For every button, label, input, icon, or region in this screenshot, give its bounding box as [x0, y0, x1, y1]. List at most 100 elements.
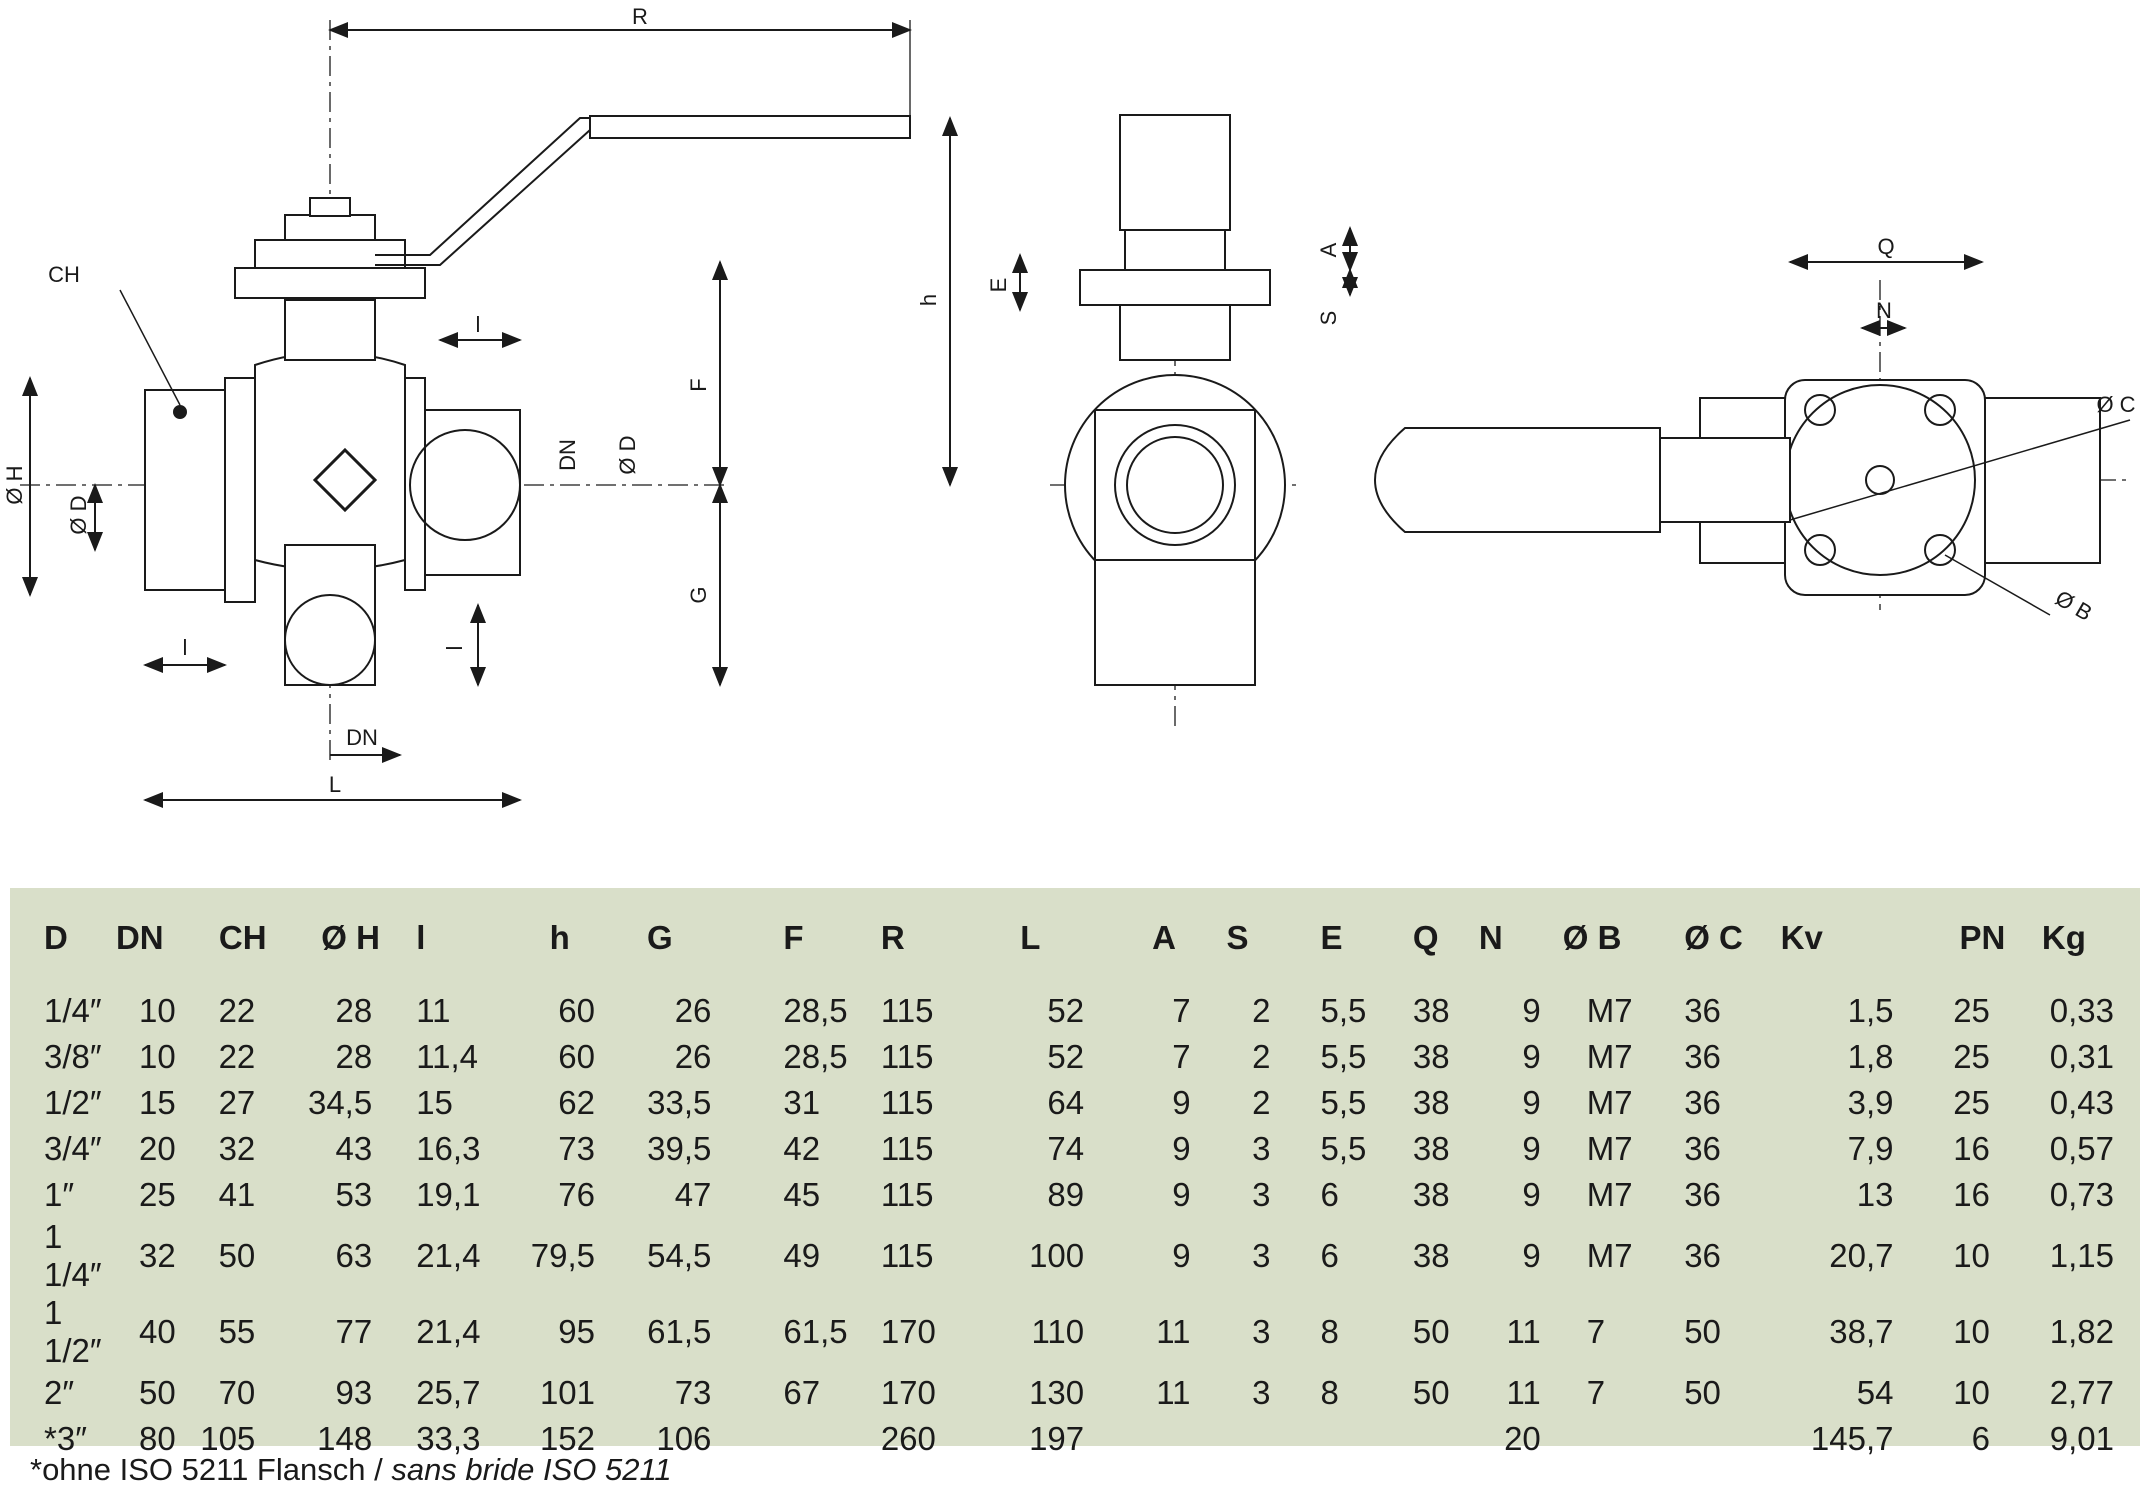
- table-cell: 34,5: [307, 1084, 373, 1121]
- label-A: A: [1316, 242, 1341, 257]
- spec-table: D DN CH Ø H l h G F R L A S E Q N Ø B Ø …: [10, 888, 2140, 1462]
- table-cell: 115: [880, 1084, 934, 1121]
- table-cell: 26: [674, 992, 712, 1029]
- table-cell: 6: [1971, 1420, 1990, 1457]
- header-cell: L: [1020, 919, 1041, 956]
- table-cell: 50: [1684, 1313, 1721, 1350]
- header-cell: Ø B: [1562, 919, 1622, 956]
- header-cell: F: [783, 919, 804, 956]
- table-cell: [1122, 1416, 1216, 1462]
- table-cell: M7: [1586, 1038, 1633, 1075]
- header-cell: CH: [218, 919, 267, 956]
- table-cell: *3″: [44, 1420, 87, 1457]
- table-cell: 9: [1522, 992, 1541, 1029]
- table-cell: [1678, 1416, 1772, 1462]
- footnote-text-italic: sans bride ISO 5211: [391, 1452, 672, 1487]
- table-cell: 40: [139, 1313, 176, 1350]
- table-cell: 100: [1029, 1237, 1085, 1274]
- footnote: *ohne ISO 5211 Flansch / sans bride ISO …: [30, 1452, 672, 1488]
- table-cell: 5,5: [1320, 992, 1367, 1029]
- label-DN-right: DN: [555, 439, 580, 471]
- table-cell: 1 1/4″: [44, 1218, 102, 1293]
- table-cell: 9: [1522, 1237, 1541, 1274]
- table-cell: 50: [1684, 1374, 1721, 1411]
- table-cell: 11: [1506, 1374, 1541, 1411]
- table-cell: 52: [1047, 1038, 1085, 1075]
- header-cell: Ø H: [321, 919, 380, 956]
- header-cell: G: [647, 919, 673, 956]
- table-cell: 9: [1172, 1084, 1191, 1121]
- label-N: N: [1876, 298, 1892, 323]
- label-OB: Ø B: [2051, 585, 2096, 626]
- label-L: L: [329, 772, 341, 797]
- table-cell: 5,5: [1320, 1084, 1367, 1121]
- table-cell: 21,4: [416, 1313, 481, 1350]
- table-cell: 50: [1412, 1374, 1450, 1411]
- table-cell: 45: [783, 1176, 821, 1213]
- table-cell: 54: [1856, 1374, 1894, 1411]
- table-cell: 28,5: [783, 1038, 848, 1075]
- table-cell: 10: [139, 992, 176, 1029]
- table-cell: 2: [1252, 1084, 1271, 1121]
- table-cell: 32: [218, 1130, 256, 1167]
- table-cell: [765, 1416, 880, 1462]
- table-cell: 22: [218, 992, 256, 1029]
- table-cell: 1,82: [2049, 1313, 2114, 1350]
- table-cell: 52: [1047, 992, 1085, 1029]
- table-cell: 10: [1953, 1313, 1990, 1350]
- table-cell: 11: [1506, 1313, 1541, 1350]
- label-l-left: l: [183, 635, 188, 660]
- table-cell: 36: [1684, 1176, 1721, 1213]
- table-cell: 89: [1047, 1176, 1085, 1213]
- table-cell: 70: [218, 1374, 256, 1411]
- table-cell: 39,5: [647, 1130, 712, 1167]
- table-cell: 61,5: [647, 1313, 712, 1350]
- table-cell: 115: [880, 1237, 934, 1274]
- label-h: h: [916, 294, 941, 306]
- label-E: E: [986, 278, 1011, 293]
- table-cell: 3,9: [1847, 1084, 1894, 1121]
- table-cell: 3: [1252, 1176, 1271, 1213]
- table-cell: 197: [1029, 1420, 1085, 1457]
- table-cell: 63: [335, 1237, 373, 1274]
- header-cell: Ø C: [1684, 919, 1743, 956]
- table-cell: M7: [1586, 1237, 1633, 1274]
- technical-drawing: R h CH l F G Ø H Ø D DN Ø D l l DN L A E…: [2, 4, 2136, 808]
- label-l-top: l: [476, 312, 481, 337]
- table-cell: 15: [416, 1084, 453, 1121]
- table-cell: 50: [139, 1374, 176, 1411]
- table-cell: 38: [1412, 1237, 1450, 1274]
- table-cell: 27: [218, 1084, 256, 1121]
- table-cell: 7,9: [1847, 1130, 1894, 1167]
- table-cell: 11: [416, 992, 451, 1029]
- table-cell: 31: [783, 1084, 821, 1121]
- table-cell: 38,7: [1829, 1313, 1894, 1350]
- table-cell: M7: [1586, 1130, 1633, 1167]
- table-cell: 79,5: [530, 1237, 596, 1274]
- table-cell: 9,01: [2049, 1420, 2114, 1457]
- table-cell: 9: [1172, 1237, 1191, 1274]
- table-cell: 8: [1320, 1313, 1339, 1350]
- header-cell: A: [1152, 919, 1176, 956]
- table-cell: 5,5: [1320, 1130, 1367, 1167]
- table-cell: 50: [1412, 1313, 1450, 1350]
- header-cell: R: [880, 919, 905, 956]
- table-cell: 1/2″: [44, 1084, 102, 1121]
- table-cell: 152: [539, 1420, 596, 1457]
- table-cell: 36: [1684, 1038, 1721, 1075]
- label-OC: Ø C: [2096, 392, 2135, 417]
- table-cell: 110: [1031, 1313, 1085, 1350]
- table-cell: 11: [1156, 1374, 1191, 1411]
- table-cell: 15: [139, 1084, 176, 1121]
- label-CH: CH: [48, 262, 80, 287]
- table-cell: 53: [335, 1176, 373, 1213]
- table-cell: 13: [1856, 1176, 1894, 1213]
- header-cell: PN: [1959, 919, 2006, 956]
- table-cell: 10: [1953, 1237, 1990, 1274]
- table-cell: 25: [1953, 1038, 1990, 1075]
- table-cell: 76: [558, 1176, 596, 1213]
- table-cell: M7: [1586, 992, 1633, 1029]
- table-cell: 43: [335, 1130, 373, 1167]
